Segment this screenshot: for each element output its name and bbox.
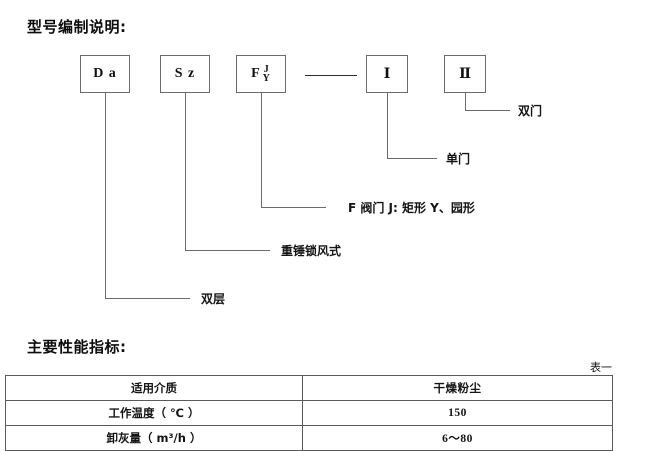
table-cell-label: 适用介质	[5, 375, 303, 401]
code-box-roman-one: Ⅰ	[366, 55, 408, 93]
table-cell-label: 卸灰量（ m³/h ）	[5, 425, 303, 451]
leader-line-shuangmen-vertical	[465, 93, 466, 110]
code-box-f-variant-bottom: Y	[262, 73, 271, 84]
code-box-roman-two: Ⅱ	[444, 55, 486, 93]
leader-line-danmen-horizontal	[387, 158, 437, 159]
code-box-sz-text: S z	[174, 66, 196, 81]
table-cell-value: 150	[302, 400, 613, 426]
model-code-section-heading: 型号编制说明:	[27, 18, 127, 36]
table-cell-value: 干燥粉尘	[302, 375, 613, 401]
table-cell-value: 6～80	[302, 425, 613, 451]
code-box-f-variant-stack: J Y	[262, 63, 271, 84]
table-cell-label: 工作温度（ ℃ ）	[5, 400, 303, 426]
table-row: 适用介质 干燥粉尘	[5, 375, 613, 401]
diagram-connector-line	[305, 75, 357, 76]
annotation-label-shuangceng: 双层	[201, 292, 226, 306]
annotation-label-shuangmen: 双门	[518, 104, 543, 118]
annotation-label-famen: F 阀门 J: 矩形 Y、园形	[348, 201, 475, 215]
code-box-da: D a	[80, 55, 130, 93]
table-caption: 表一	[590, 361, 612, 374]
table-row: 卸灰量（ m³/h ） 6～80	[5, 425, 613, 451]
code-box-f-variant-top: J	[263, 63, 270, 75]
leader-line-famen-vertical	[261, 93, 262, 207]
leader-line-famen-horizontal	[261, 207, 326, 208]
code-box-sz: S z	[160, 55, 210, 93]
annotation-label-danmen: 单门	[446, 152, 471, 166]
leader-line-shuangceng-horizontal	[105, 298, 190, 299]
leader-line-danmen-vertical	[387, 93, 388, 158]
performance-section-heading: 主要性能指标:	[27, 338, 127, 356]
code-box-roman-one-text: Ⅰ	[383, 66, 391, 82]
leader-line-suofeng-horizontal	[185, 250, 270, 251]
leader-line-shuangceng-vertical	[105, 93, 106, 298]
table-row: 工作温度（ ℃ ） 150	[5, 400, 613, 426]
leader-line-suofeng-vertical	[185, 93, 186, 250]
code-box-da-text: D a	[93, 66, 117, 81]
code-box-f: F J Y	[236, 55, 286, 93]
annotation-label-suofeng: 重锤锁风式	[281, 244, 342, 258]
leader-line-shuangmen-horizontal	[465, 110, 510, 111]
performance-table: 适用介质 干燥粉尘 工作温度（ ℃ ） 150 卸灰量（ m³/h ） 6～80	[5, 375, 613, 451]
code-box-roman-two-text: Ⅱ	[459, 66, 471, 82]
code-box-f-text: F	[251, 66, 261, 81]
